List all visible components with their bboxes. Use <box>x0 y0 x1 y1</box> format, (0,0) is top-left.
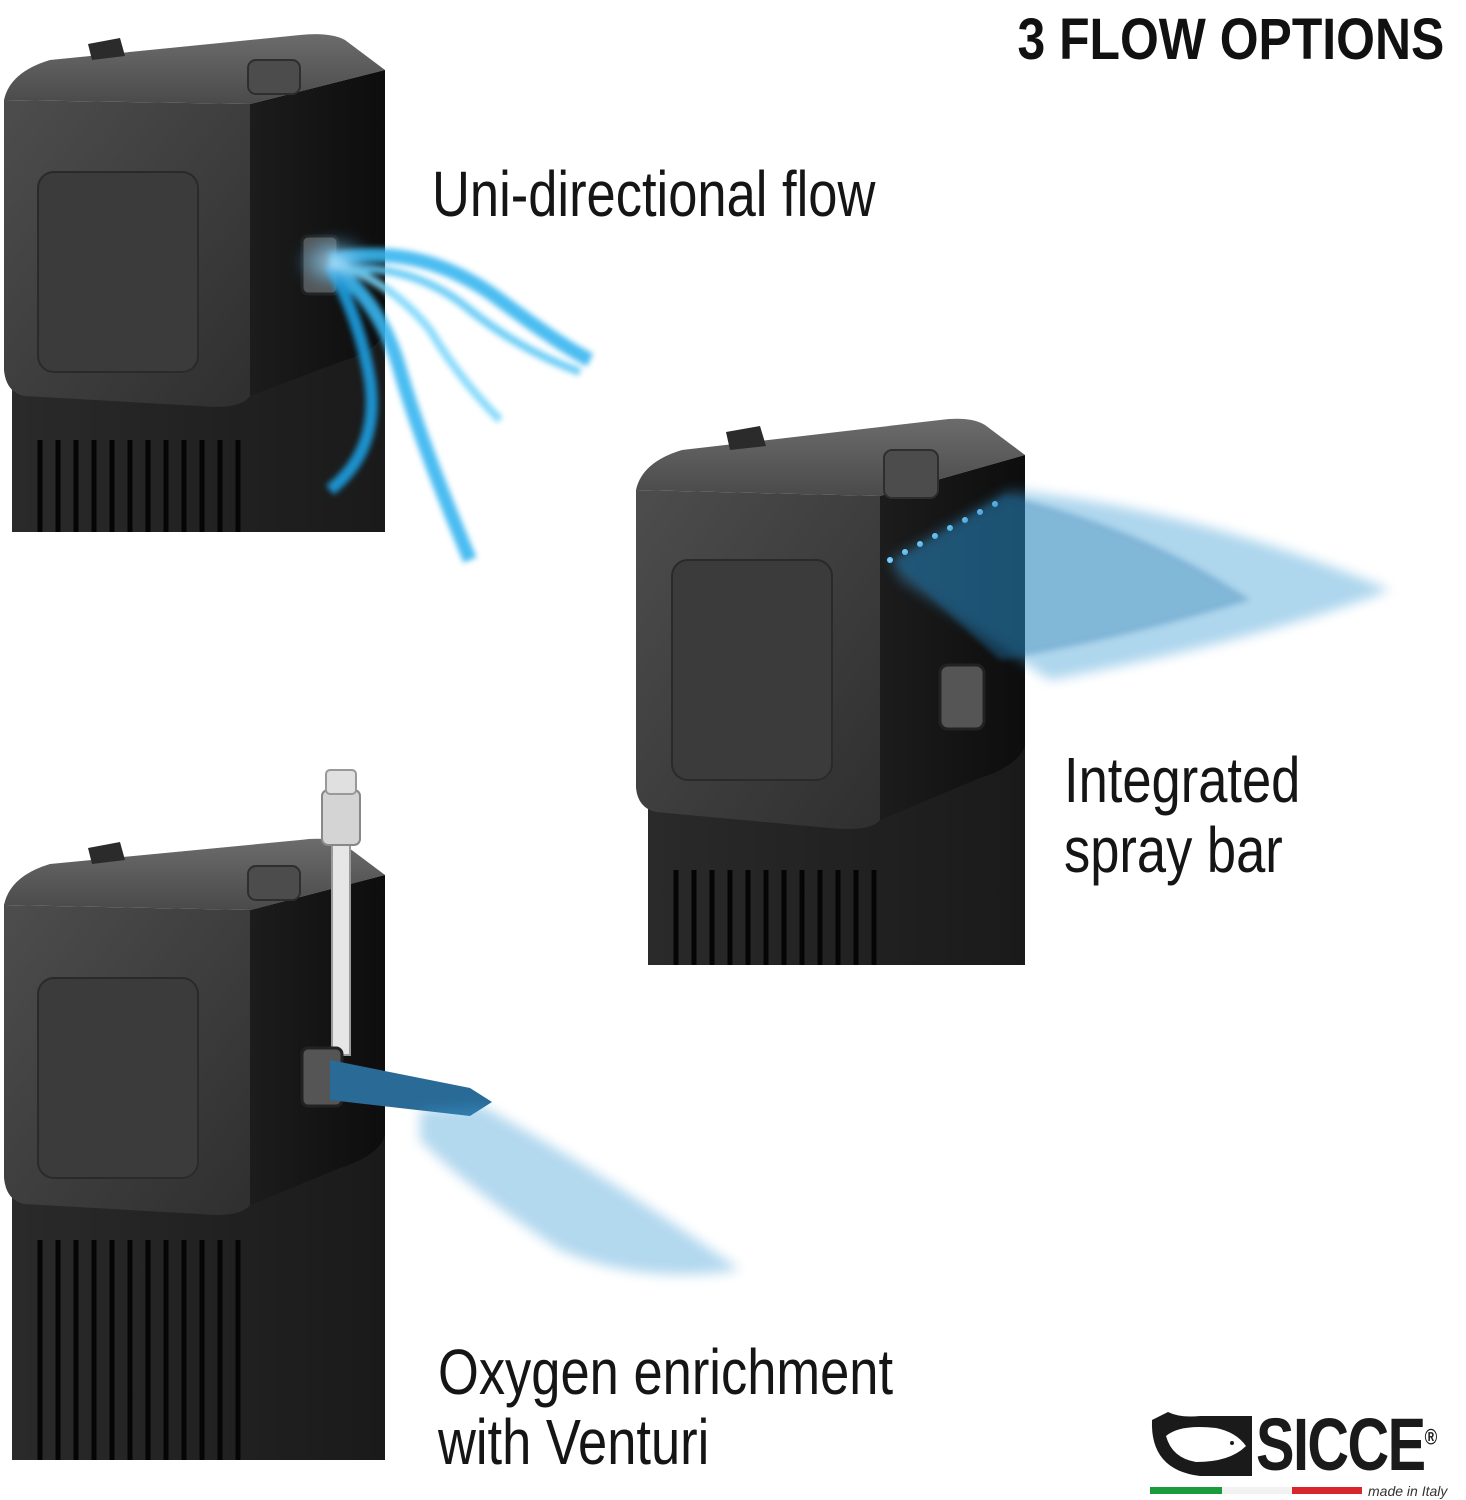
brand-registered-mark: ® <box>1424 1424 1438 1450</box>
pump-spray-bar <box>636 418 1025 965</box>
brand-logo-text: SICCE® <box>1256 1402 1438 1487</box>
uni-directional-flow-stream <box>324 248 594 563</box>
flag-stripe-white <box>1222 1487 1292 1494</box>
option-venturi-label-line1: Oxygen enrichment <box>438 1336 894 1408</box>
option-spray-bar-label-line1: Integrated <box>1064 744 1301 816</box>
sicce-whale-logo-icon <box>1151 1412 1252 1476</box>
option-unidirectional-label: Uni-directional flow <box>432 158 876 230</box>
flag-stripe-green <box>1150 1487 1222 1494</box>
flag-stripe-red <box>1292 1487 1362 1494</box>
option-spray-bar-label-line2: spray bar <box>1064 814 1283 886</box>
venturi-spray <box>420 1105 740 1275</box>
pump-venturi <box>4 769 492 1460</box>
made-in-italy-text: made in Italy <box>1368 1483 1448 1499</box>
spray-bar-mist <box>890 490 1390 680</box>
option-venturi-label-line2: with Venturi <box>438 1406 710 1478</box>
page-title: 3 FLOW OPTIONS <box>1017 7 1444 72</box>
pump-unidirectional <box>4 34 385 532</box>
brand-name: SICCE <box>1256 1403 1426 1486</box>
